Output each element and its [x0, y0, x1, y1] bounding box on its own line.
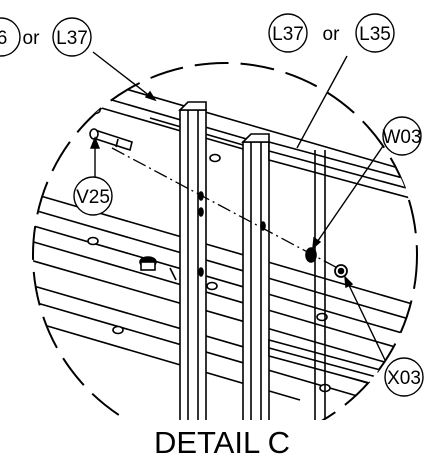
callout-l35: L35 [355, 13, 395, 53]
callout-w03: W03 [382, 116, 422, 156]
callout-v25: V25 [73, 176, 113, 216]
svg-text:L37: L37 [56, 28, 88, 49]
assembly-centerline [111, 147, 346, 273]
svg-text:L35: L35 [359, 24, 391, 45]
callout-or-right: or [323, 24, 341, 45]
detail-caption: DETAIL C [154, 425, 290, 460]
left-post [178, 101, 207, 447]
rear-support [314, 150, 326, 447]
right-post [241, 133, 270, 447]
washer-part [305, 247, 317, 263]
svg-text:W03: W03 [382, 127, 421, 148]
nut-part [334, 264, 348, 278]
bolt-head [139, 256, 177, 281]
leader-lines [89, 51, 386, 361]
callout-l37-right: L37 [268, 13, 308, 53]
svg-text:X03: X03 [387, 368, 421, 389]
callout-x03: X03 [384, 357, 424, 397]
svg-text:L37: L37 [272, 24, 304, 45]
lower-rail [33, 281, 417, 421]
svg-text:6: 6 [0, 28, 7, 49]
caption-background [100, 420, 350, 464]
detail-boundary-circle [32, 62, 418, 448]
detail-contents [33, 69, 417, 447]
middle-rail [33, 189, 417, 379]
callouts: 6 or L37 L37 or L35 W03 V25 X03 [0, 13, 424, 397]
svg-text:V25: V25 [76, 187, 110, 208]
callout-l37-left: L37 [52, 17, 92, 57]
callout-or-left: or [23, 28, 41, 49]
callout-top-left-partial: 6 [0, 17, 21, 57]
dowel-pin [89, 128, 133, 152]
